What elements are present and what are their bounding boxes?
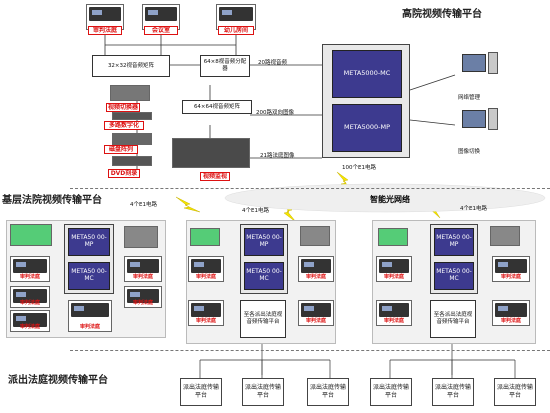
basic-right-court-1: 审判法庭 [376,256,412,282]
basic-center-court-4: 审判法庭 [298,300,334,326]
basic-left-court-5: 审判法庭 [124,286,162,308]
basic-center-pc [300,226,330,246]
e1-100-label: 100个E1电路 [342,165,376,171]
room-label-2: 会议室 [144,26,178,35]
mixer-label: 视频切换器 [106,103,140,112]
basic-center-mp: META50 00-MP [244,228,284,256]
e1-center-label: 4个E1电路 [242,208,269,214]
basic-left-court-2: 审判法庭 [10,286,50,308]
outlet-right-3: 派出法庭传输平台 [494,378,536,406]
distributor-64-label: 64×8视音频分配器 [203,59,247,72]
basic-left-court-3: 审判法庭 [10,310,50,332]
substation-title: 派出法庭视频传输平台 [8,375,108,386]
basic-center-platform-label: 至各派出法庭视音频传输平台 [243,312,283,325]
room-label-1: 审判法庭 [88,26,122,35]
e1-right-label: 4个E1电路 [460,206,487,212]
basic-left-court-6: 审判法庭 [68,300,112,332]
basic-right-mc: META50 00-MC [434,262,474,290]
basic-left-court-4: 审判法庭 [124,256,162,282]
matrix-32: 32×32视音频矩阵 [92,55,170,77]
basic-right-court-3: 审判法庭 [492,256,530,282]
video-wall [172,138,250,168]
disk-label: 磁盘阵列 [104,145,138,154]
pc-network-tower [488,52,498,74]
disk-device [112,133,152,145]
basic-center-screen [190,228,220,246]
basic-right-platform-label: 至各派出法庭视音频传输平台 [433,312,473,325]
outlet-right-2-label: 派出法庭传输平台 [435,384,472,399]
pc-switch-tower [488,108,498,130]
outlet-right-2: 派出法庭传输平台 [432,378,474,406]
room-camera-3 [216,4,256,30]
room-label-3: 幼儿房间 [218,26,254,35]
outlet-center-3-label: 派出法庭传输平台 [310,384,347,399]
link-label-200: 200路双向图像 [256,110,294,116]
matrix-64-label: 64×64视音频矩阵 [193,103,241,110]
pc-network-label: 网络管理 [458,95,481,101]
basic-center-mc: META50 00-MC [244,262,284,290]
pc-network-monitor [462,54,486,72]
basic-center-court-1: 审判法庭 [188,256,224,282]
meta-high-mp: META5000-MP [332,104,402,152]
link-label-21: 21路法庭图像 [260,153,295,159]
basic-right-mp: META50 00-MP [434,228,474,256]
outlet-center-2-label: 派出法庭传输平台 [245,384,282,399]
outlet-right-3-label: 派出法庭传输平台 [497,384,534,399]
basic-left-mc: META50 00-MC [68,262,110,290]
basic-left-mp: META50 00-MP [68,228,110,256]
basic-left-screen [10,224,52,246]
matrix-32-label: 32×32视音频矩阵 [107,62,155,69]
mixer-device [110,85,150,101]
network-title: 智能光网络 [370,195,410,204]
pc-switch-label: 图像切换 [458,149,481,155]
meta-high-mc: META5000-MC [332,50,402,98]
dvd-device [112,156,152,166]
outlet-center-1-label: 派出法庭传输平台 [183,384,220,399]
separator-top [70,188,550,189]
outlet-right-1-label: 派出法庭传输平台 [373,384,410,399]
basic-court-title: 基层法院视频传输平台 [2,195,102,206]
high-court-title: 高院视频传输平台 [402,9,482,20]
e1-left-label: 4个E1电路 [130,202,157,208]
basic-center-court-3: 审判法庭 [298,256,334,282]
dvd-label: DVD刻录 [108,169,140,178]
basic-center-platform: 至各派出法庭视音频传输平台 [240,300,286,338]
matrix-64: 64×64视音频矩阵 [182,100,252,114]
basic-left-pc [124,226,158,248]
pc-switch-monitor [462,110,486,128]
video-wall-label: 视频监视 [200,172,230,181]
decoder-label: 多路数字化 [104,121,144,130]
outlet-center-1: 派出法庭传输平台 [180,378,222,406]
basic-right-pc [490,226,520,246]
basic-right-platform: 至各派出法庭视音频传输平台 [430,300,476,338]
basic-center-court-2: 审判法庭 [188,300,224,326]
link-label-20: 20路视音频 [258,60,287,66]
outlet-right-1: 派出法庭传输平台 [370,378,412,406]
room-camera-1 [86,4,124,30]
basic-right-screen [378,228,408,246]
basic-right-court-4: 审判法庭 [492,300,530,326]
basic-right-court-2: 审判法庭 [376,300,412,326]
basic-left-court-1: 审判法庭 [10,256,50,282]
outlet-center-2: 派出法庭传输平台 [242,378,284,406]
separator-bottom [70,350,550,351]
distributor-64: 64×8视音频分配器 [200,55,250,77]
decoder-device [112,112,152,120]
outlet-center-3: 派出法庭传输平台 [307,378,349,406]
